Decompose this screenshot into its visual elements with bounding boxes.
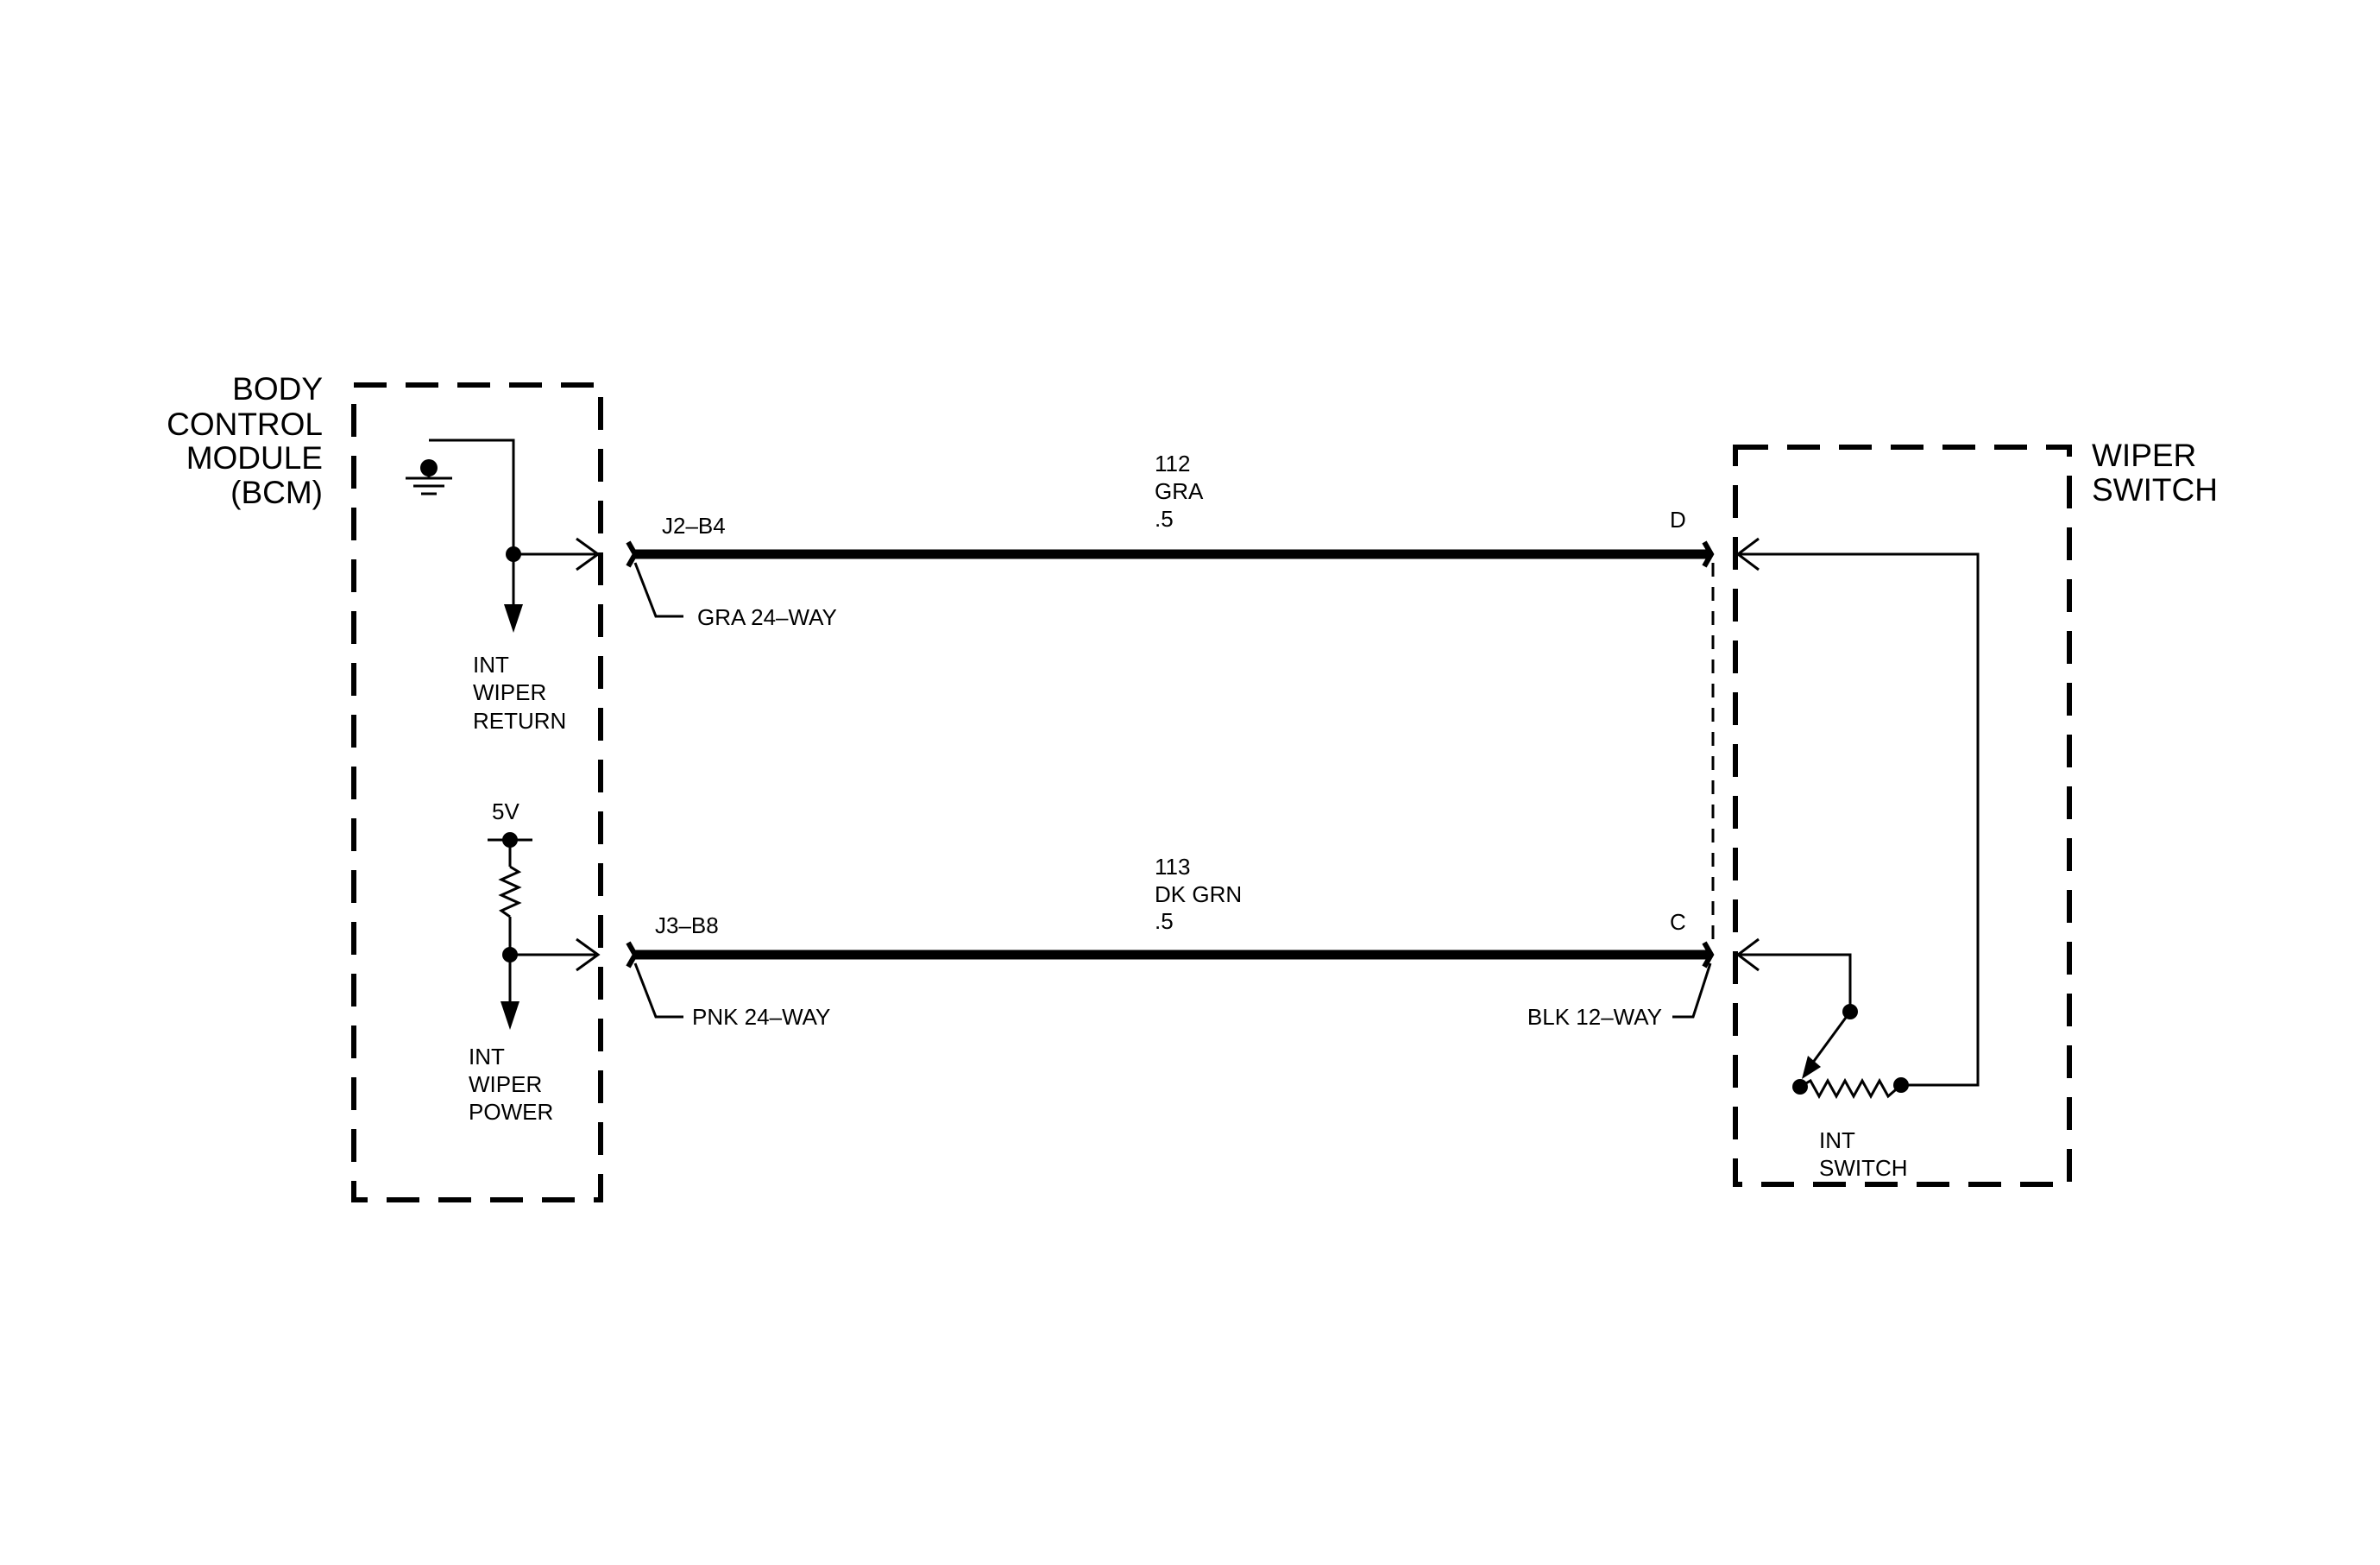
ground-icon — [406, 459, 452, 495]
power-label-line-1: INT — [469, 1044, 505, 1070]
circuit-112-color: GRA — [1155, 478, 1204, 504]
power-label-line-3: POWER — [469, 1099, 553, 1125]
return-label-line-2: WIPER — [473, 679, 546, 705]
circuit-113-number: 113 — [1155, 854, 1190, 880]
circuit-113-bcm-connector: PNK 24–WAY — [692, 1004, 830, 1030]
wiper-switch-title-line-2: SWITCH — [2092, 472, 2218, 508]
circuit-113-bcm-connector-leader — [633, 962, 683, 1019]
int-switch-potentiometer-icon — [1792, 1011, 1902, 1100]
bcm-title-line-2: CONTROL — [167, 407, 323, 442]
bcm-title-line-1: BODY — [232, 371, 323, 407]
circuit-113: 113 DK GRN .5 J3–B8 C PNK 24–WAY BLK 12–… — [626, 854, 1715, 1030]
bcm-title-line-3: MODULE — [186, 440, 323, 476]
circuit-112-bcm-pin: J2–B4 — [662, 513, 726, 539]
circuit-113-switch-pin: C — [1670, 909, 1686, 935]
bcm-module: BODY CONTROL MODULE (BCM) INT WIPER RETU… — [167, 371, 603, 1202]
circuit-113-gauge: .5 — [1155, 908, 1174, 934]
bcm-title-line-4: (BCM) — [230, 475, 323, 510]
int-switch-label-line-1: INT — [1819, 1127, 1855, 1153]
return-label-line-3: RETURN — [473, 708, 566, 734]
circuit-112-switch-terminal — [1702, 540, 1715, 568]
circuit-112-bcm-connector-leader — [633, 562, 683, 618]
pin-c-input-arrow — [1735, 937, 1760, 972]
wiper-switch: WIPER SWITCH INT SWITCH — [1733, 438, 2218, 1187]
voltage-label: 5V — [492, 798, 519, 824]
pin-d-wire — [1740, 552, 1980, 1087]
return-label-line-1: INT — [473, 652, 509, 678]
power-down-arrow — [501, 1001, 519, 1030]
wiper-switch-title-line-1: WIPER — [2092, 438, 2196, 473]
wiper-switch-dashed-outline — [1733, 445, 2072, 1187]
circuit-113-switch-terminal — [1702, 941, 1715, 969]
power-label-line-2: WIPER — [469, 1071, 542, 1097]
circuit-113-bcm-terminal — [626, 941, 639, 969]
circuit-112-gauge: .5 — [1155, 506, 1174, 532]
circuit-112: 112 GRA .5 J2–B4 D GRA 24–WAY — [626, 451, 1715, 630]
int-switch-label-line-2: SWITCH — [1819, 1155, 1908, 1181]
circuit-113-color: DK GRN — [1155, 881, 1242, 907]
resistor-icon — [498, 865, 522, 918]
circuit-112-switch-pin: D — [1670, 507, 1686, 533]
bcm-dashed-outline — [351, 382, 603, 1202]
circuit-112-bcm-connector: GRA 24–WAY — [697, 604, 837, 630]
ground-wire — [429, 439, 515, 554]
pin-d-input-arrow — [1735, 537, 1760, 571]
return-down-arrow — [504, 604, 523, 633]
circuit-113-bcm-pin: J3–B8 — [655, 912, 719, 938]
power-connector-arrow — [576, 937, 601, 972]
circuit-112-bcm-terminal — [626, 540, 639, 568]
return-connector-arrow — [576, 537, 601, 571]
circuit-113-switch-connector: BLK 12–WAY — [1527, 1004, 1662, 1030]
circuit-113-switch-connector-leader — [1672, 962, 1712, 1019]
pin-c-wire — [1740, 953, 1852, 1012]
circuit-112-number: 112 — [1155, 451, 1190, 476]
